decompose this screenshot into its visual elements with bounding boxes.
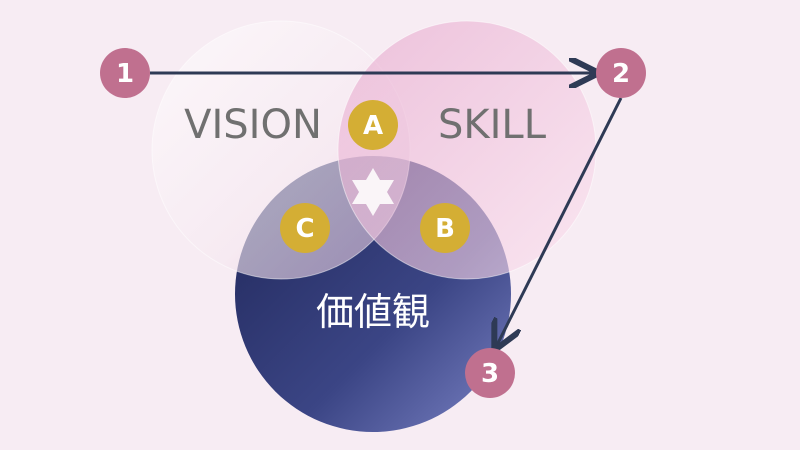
intersection-badge-a: A (348, 100, 398, 150)
svg-text:2: 2 (612, 59, 630, 89)
svg-text:1: 1 (116, 59, 134, 89)
intersection-badge-b: B (420, 203, 470, 253)
svg-text:A: A (363, 111, 383, 141)
values-label: 価値観 (316, 290, 430, 334)
svg-text:B: B (435, 214, 455, 244)
skill-circle (337, 20, 597, 280)
arrow-2-to-3 (497, 97, 623, 345)
vision-label: VISION (184, 102, 322, 148)
step-badge-1: 1 (100, 48, 150, 98)
step-badge-3: 3 (465, 348, 515, 398)
intersection-badge-c: C (280, 203, 330, 253)
svg-text:3: 3 (481, 359, 499, 389)
star-icon (352, 168, 394, 216)
step-badge-2: 2 (596, 48, 646, 98)
skill-label: SKILL (438, 102, 547, 148)
svg-text:C: C (295, 214, 314, 244)
